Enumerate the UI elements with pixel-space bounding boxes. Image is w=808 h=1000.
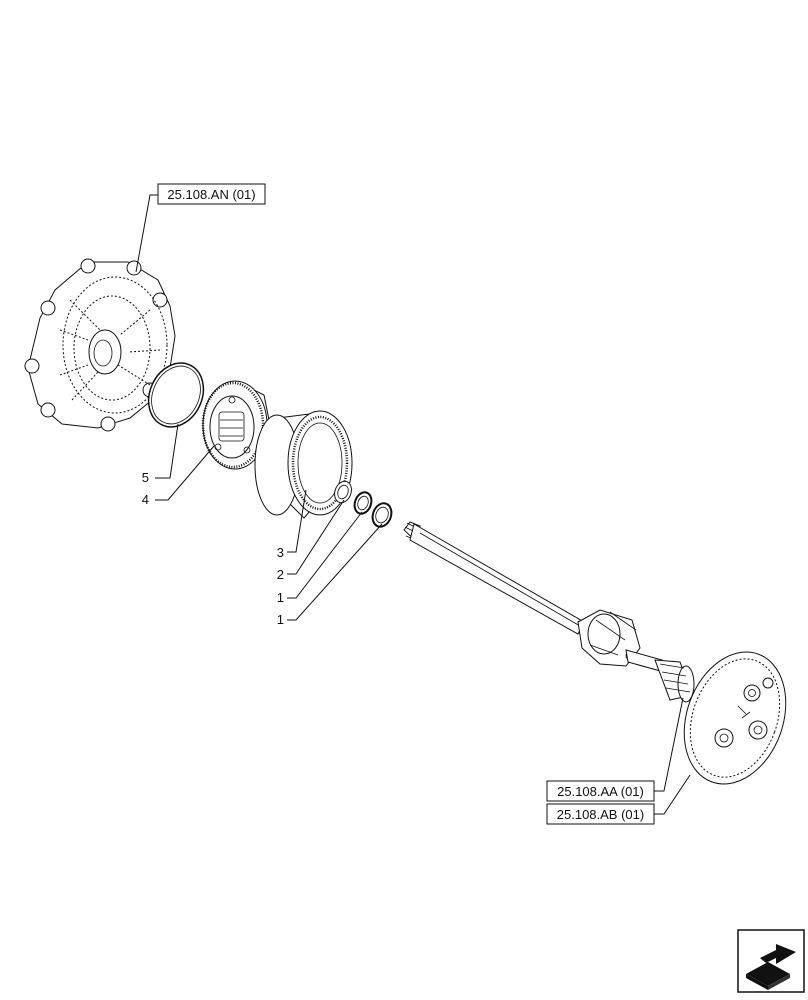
next-page-arrow-icon[interactable] xyxy=(737,929,805,993)
ref-label-axle-lower-2: 25.108.AB (01) xyxy=(557,807,644,822)
callout-item-4: 4 xyxy=(142,492,149,507)
callout-item-2: 2 xyxy=(277,567,284,582)
ref-link-axle-lower-1[interactable]: 25.108.AA (01) xyxy=(546,780,655,802)
ref-link-axle-lower-2[interactable]: 25.108.AB (01) xyxy=(546,803,655,825)
callout-item-3: 3 xyxy=(277,545,284,560)
differential-unit xyxy=(577,609,665,673)
thrust-washers xyxy=(334,480,393,528)
ref-label-axle-lower-1: 25.108.AA (01) xyxy=(557,784,644,799)
leader-lines xyxy=(135,194,691,815)
callout-item-5: 5 xyxy=(142,470,149,485)
planet-carrier xyxy=(201,380,271,470)
o-ring xyxy=(147,362,205,428)
ring-gear xyxy=(254,410,353,519)
ref-link-hub-housing[interactable]: 25.108.AN (01) xyxy=(157,183,266,205)
callout-item-1a: 1 xyxy=(277,590,284,605)
flange-cover xyxy=(683,651,787,785)
splined-stub-shaft xyxy=(654,659,695,703)
hub-housing xyxy=(24,258,176,432)
axle-shaft xyxy=(403,521,585,635)
ref-label-hub-housing: 25.108.AN (01) xyxy=(167,187,255,202)
callout-item-1b: 1 xyxy=(277,612,284,627)
